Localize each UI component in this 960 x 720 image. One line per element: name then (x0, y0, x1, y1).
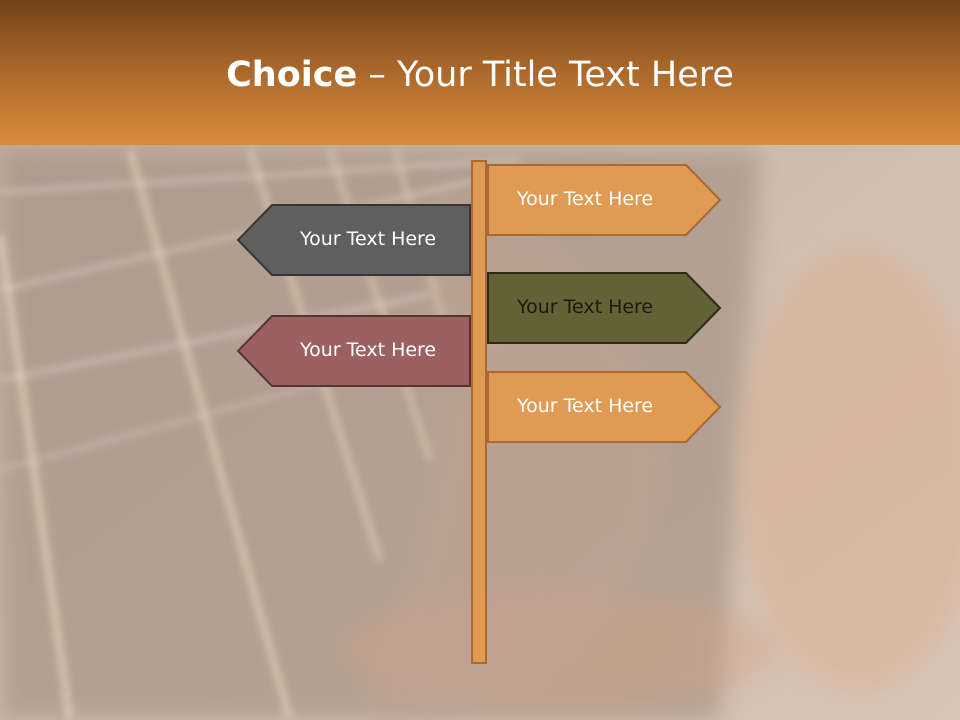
sign-left-1[interactable]: Your Text Here (235, 204, 471, 276)
sign-left-1-label: Your Text Here (300, 228, 437, 250)
sign-right-2[interactable]: Your Text Here (487, 272, 723, 344)
sign-right-1[interactable]: Your Text Here (487, 164, 723, 236)
right-arrow-shape (487, 371, 722, 443)
sign-left-1-border (236, 204, 471, 276)
sign-right-2-label: Your Text Here (517, 296, 654, 318)
title-bold-word: Choice (226, 55, 358, 95)
sign-right-3-label: Your Text Here (517, 395, 654, 417)
sign-left-2-border (236, 315, 471, 387)
sign-left-2-label: Your Text Here (300, 339, 437, 361)
sign-left-2[interactable]: Your Text Here (235, 315, 471, 387)
sign-left-1-fill (238, 205, 470, 275)
slide-title: Choice – Your Title Text Here (0, 52, 960, 98)
sign-right-1-border (487, 164, 722, 236)
right-arrow-shape (487, 272, 722, 344)
sign-right-3-border (487, 371, 722, 443)
sign-right-1-label: Your Text Here (517, 188, 654, 210)
left-arrow-shape (236, 204, 471, 276)
sign-right-3[interactable]: Your Text Here (487, 371, 723, 443)
signpost-pole (471, 160, 487, 664)
right-arrow-shape (487, 164, 722, 236)
sign-right-1-fill (488, 165, 720, 235)
left-arrow-shape (236, 315, 471, 387)
sign-right-2-border (487, 272, 722, 344)
title-rest: – Your Title Text Here (357, 55, 734, 95)
sign-right-2-fill (488, 273, 720, 343)
sign-right-3-fill (488, 372, 720, 442)
sign-left-2-fill (238, 316, 470, 386)
title-bar: Choice – Your Title Text Here (0, 0, 960, 145)
